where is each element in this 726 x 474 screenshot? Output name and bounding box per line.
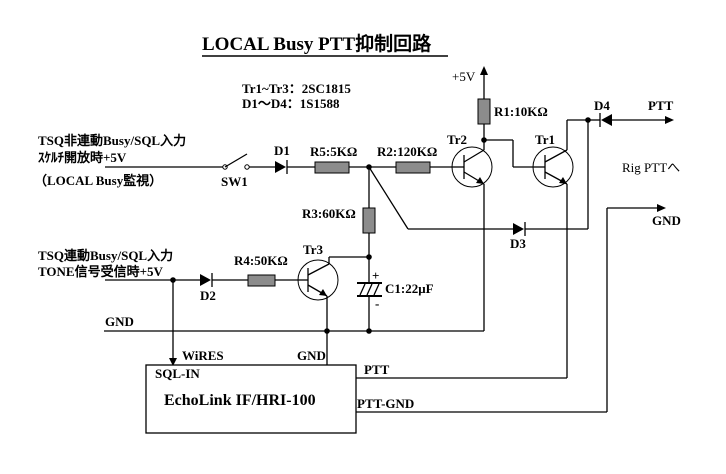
d1-label: D1 xyxy=(274,143,290,158)
resistor-r3 xyxy=(362,207,376,234)
junction xyxy=(366,328,372,334)
vcc-arrow-icon xyxy=(480,66,488,75)
transistor-tr1 xyxy=(532,146,574,188)
ptt-arrow-icon xyxy=(665,116,674,124)
tr2-label: Tr2 xyxy=(447,132,467,147)
d3-label: D3 xyxy=(510,236,526,251)
r5-label: R5:5KΩ xyxy=(310,144,357,159)
tsq-off-label-3: （LOCAL Busy監視） xyxy=(34,173,162,188)
diode-d1 xyxy=(275,160,315,174)
sw1-label: SW1 xyxy=(221,174,248,189)
tr1-label: Tr1 xyxy=(535,132,555,147)
echolink-interface-box xyxy=(145,364,357,434)
diode-d4 xyxy=(588,113,674,127)
diode-d3 xyxy=(513,222,588,236)
gnd-out-label: GND xyxy=(652,213,681,228)
transistor-tr2 xyxy=(451,146,493,188)
box-ptt-gnd-label: PTT-GND xyxy=(357,396,414,411)
r1-label: R1:10KΩ xyxy=(494,104,548,119)
sql-in-arrow-icon xyxy=(169,358,177,366)
resistor-r4 xyxy=(247,274,276,287)
input-wire-top xyxy=(105,153,275,170)
rig-ptt-label: Rig PTTへ xyxy=(622,160,680,175)
transistor-note: Tr1~Tr3：2SC1815 xyxy=(242,81,351,96)
gnd-arrow-icon xyxy=(657,204,666,212)
c1-label: C1:22μF xyxy=(385,281,434,296)
r3-label: R3:60KΩ xyxy=(302,206,356,221)
tsq-on-label-2: TONE信号受信時+5V xyxy=(38,264,164,279)
capacitor-c1 xyxy=(357,282,382,297)
wires-label: WiRES xyxy=(182,348,224,363)
tr3-label: Tr3 xyxy=(303,242,323,257)
gnd-bus-label: GND xyxy=(105,314,134,329)
tsq-off-label-2: ｽｹﾙﾁ開放時+5V xyxy=(38,150,127,165)
resistor-r1 xyxy=(477,98,491,125)
r4-label: R4:50KΩ xyxy=(234,253,288,268)
c1-plus-label: + xyxy=(372,268,379,283)
box-gnd-label: GND xyxy=(297,348,326,363)
r2-label: R2:120KΩ xyxy=(377,144,437,159)
sql-in-label: SQL-IN xyxy=(155,366,200,381)
box-ptt-label: PTT xyxy=(364,362,390,377)
d4-label: D4 xyxy=(594,98,610,113)
tsq-on-label-1: TSQ連動Busy/SQL入力 xyxy=(38,248,173,263)
interface-name: EchoLink IF/HRI-100 xyxy=(164,392,316,409)
transistor-tr3 xyxy=(297,259,339,301)
d2-label: D2 xyxy=(200,288,216,303)
ptt-out-label: PTT xyxy=(648,98,674,113)
diagram-title: LOCAL Busy PTT抑制回路 xyxy=(202,32,432,55)
c1-minus-label: - xyxy=(375,296,379,311)
diode-d2 xyxy=(200,273,248,287)
diode-note: D1～D4：1S1588 xyxy=(242,96,340,111)
tsq-off-label-1: TSQ非連動Busy/SQL入力 xyxy=(38,133,186,148)
resistor-r5 xyxy=(314,161,350,174)
vcc-label: +5V xyxy=(452,69,476,84)
resistor-r2 xyxy=(395,161,431,174)
